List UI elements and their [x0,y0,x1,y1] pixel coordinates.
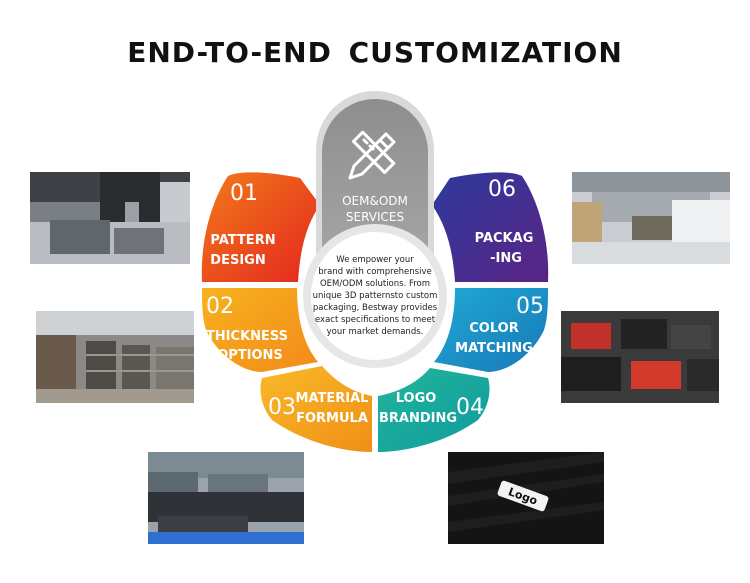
segment-02: 02 THICKNESS OPTIONS [202,288,318,372]
segment-04-line2: BRANDING [379,411,457,426]
photo-cnc-machine [30,172,190,264]
photo-warehouse-racks [36,311,194,403]
photo-logo-mat: Logo [448,452,604,544]
center-desc-line-1: We empower your [336,255,414,265]
segment-03-line2: FORMULA [296,411,368,426]
segment-05-line2: MATCHING [455,341,533,356]
center-desc-line-3: OEM/ODM solutions. From [320,279,430,289]
center-heading-line1: OEM&ODM [342,194,408,208]
segment-06-number: 06 [488,177,516,202]
photo-packaging-warehouse [572,172,730,264]
center-desc-line-2: brand with comprehensive [318,267,431,277]
page-title: END-TO-END CUSTOMIZATION [127,36,623,69]
segment-01: 01 PATTERN DESIGN [201,172,320,282]
segment-01-number: 01 [230,181,258,206]
segment-06-line1: PACKAG [475,231,534,246]
center-desc-line-6: exact specifications to meet [315,315,436,325]
segment-05: 05 COLOR MATCHING [434,288,548,372]
segment-02-line2: OPTIONS [217,348,283,363]
segment-01-line1: PATTERN [210,233,275,248]
segment-04: 04 LOGO BRANDING [378,368,490,452]
pencil-ruler-icon [348,130,396,180]
photo-color-trays [561,311,719,403]
segment-05-line1: COLOR [469,321,518,336]
photo-material-sheets [148,452,304,544]
center-desc-line-4: unique 3D patternsto custom [313,291,438,301]
center-heading-line2: SERVICES [346,210,404,224]
center-card: OEM&ODM SERVICES We empower your brand w… [303,91,447,368]
segment-05-number: 05 [516,294,544,319]
segment-01-line2: DESIGN [210,253,265,268]
segment-02-line1: THICKNESS [206,329,288,344]
segment-03: 03 MATERIAL FORMULA [260,366,372,452]
segment-03-line1: MATERIAL [296,391,369,406]
segment-02-number: 02 [206,294,234,319]
center-desc-line-5: packaging, Bestway provides [313,303,438,313]
segment-03-number: 03 [268,395,296,420]
segment-04-line1: LOGO [396,391,437,406]
segment-06-line2: -ING [490,251,522,266]
segment-06: 06 PACKAG -ING [432,172,549,282]
segment-04-number: 04 [456,395,484,420]
center-desc-line-7: your market demands. [327,327,424,337]
